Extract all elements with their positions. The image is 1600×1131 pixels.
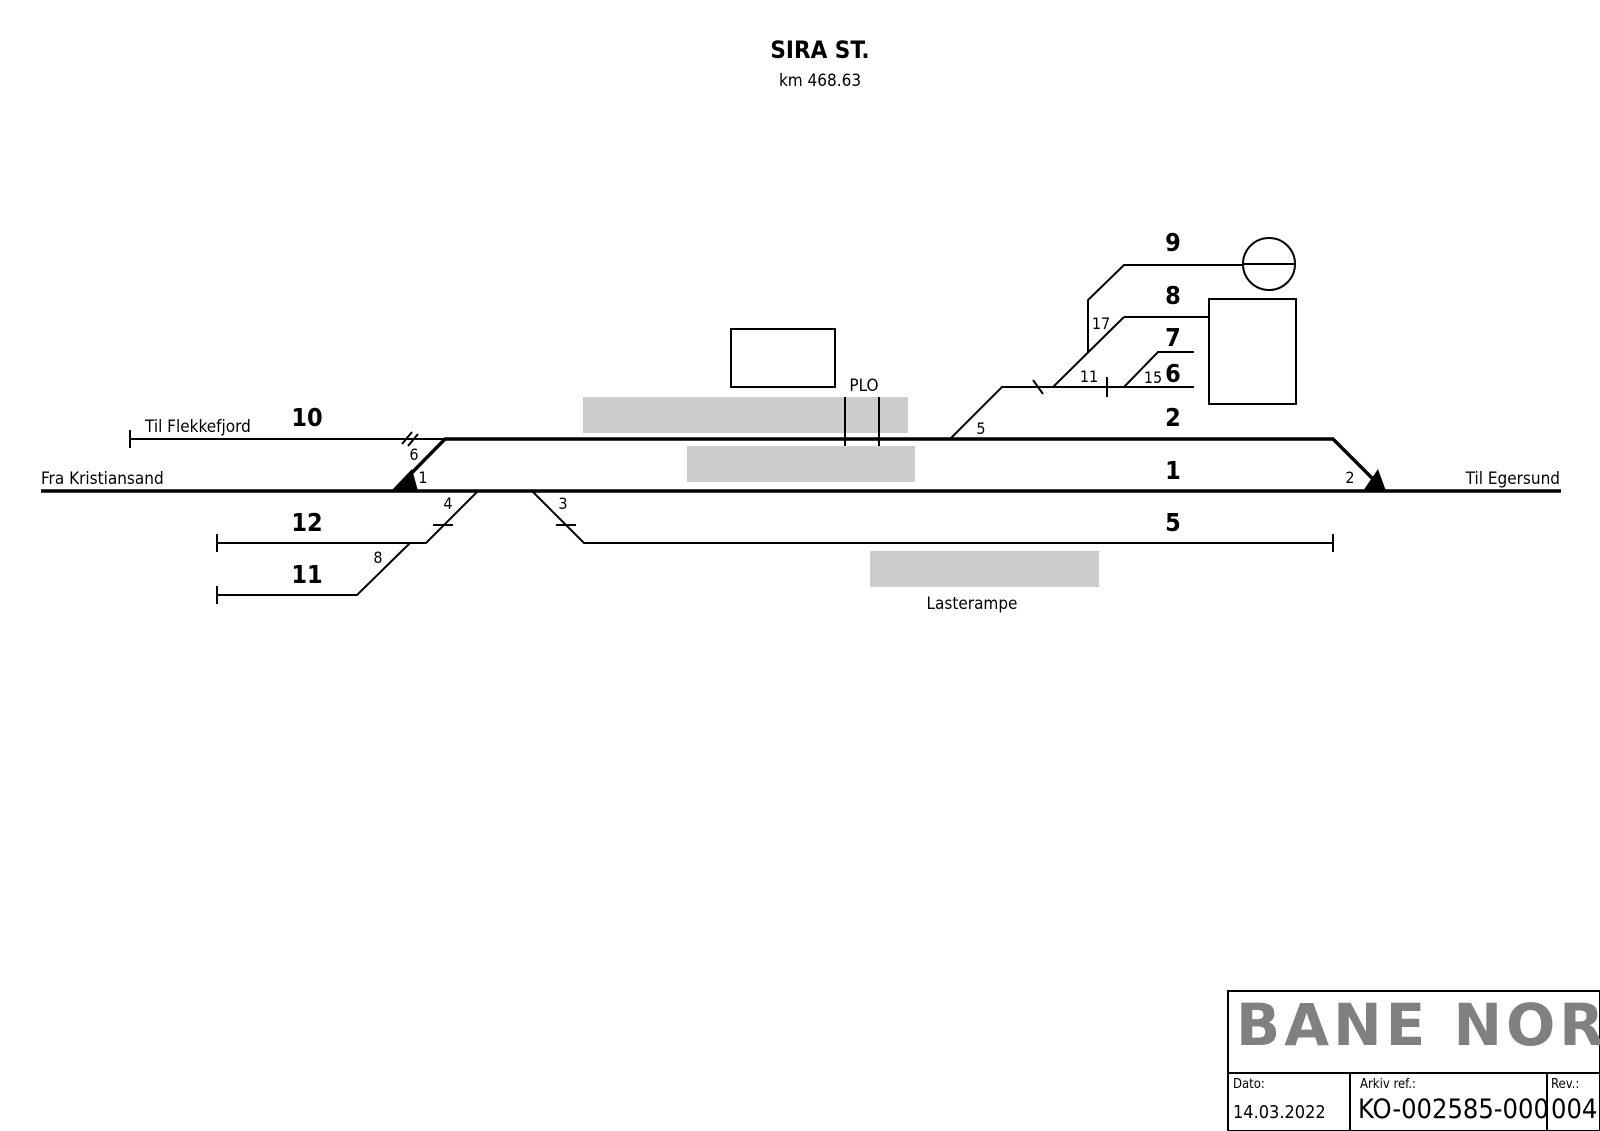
- track-number-6: 6: [1165, 359, 1181, 388]
- track-7: [1123, 351, 1194, 388]
- station-building: [730, 328, 836, 388]
- title-block-frame: [1227, 990, 1600, 1131]
- switch-number-15: 15: [1144, 368, 1162, 387]
- label-lasterampe: Lasterampe: [927, 594, 1018, 614]
- switch-number-17: 17: [1092, 314, 1110, 333]
- track-10-insulation-1: [401, 431, 413, 445]
- track-9: [1087, 264, 1243, 352]
- platform-middle: [687, 446, 915, 482]
- goods-building: [1208, 298, 1297, 405]
- switch-number-5: 5: [976, 419, 985, 438]
- switch-number-3: 3: [558, 494, 567, 513]
- dato-value: 14.03.2022: [1233, 1102, 1326, 1123]
- track-11: [217, 542, 411, 596]
- arkiv-value: KO-002585-000: [1358, 1094, 1549, 1125]
- switch-number-4: 4: [443, 494, 452, 513]
- track-6-insulation-a: [1032, 379, 1044, 395]
- track-2-loop: [392, 437, 1387, 493]
- label-til-flekkefjord: Til Flekkefjord: [144, 417, 251, 437]
- switch-number-6: 6: [409, 445, 418, 464]
- track-5: [531, 490, 1333, 544]
- track-number-7: 7: [1165, 323, 1181, 352]
- platform-lasterampe: [870, 551, 1099, 587]
- station-km: km 468.63: [779, 71, 861, 91]
- rev-value: 004: [1551, 1094, 1597, 1125]
- track-number-11: 11: [291, 560, 322, 589]
- switch-2-frog: [1363, 469, 1386, 491]
- track-number-2: 2: [1165, 403, 1181, 432]
- rev-label: Rev.:: [1551, 1077, 1579, 1092]
- track-number-1: 1: [1165, 456, 1181, 485]
- switch-number-1: 1: [418, 468, 427, 487]
- title-block: BANE NOR Dato: 14.03.2022 Arkiv ref.: KO…: [1227, 990, 1600, 1131]
- bane-nor-logo: BANE NOR: [1236, 991, 1600, 1059]
- track-number-12: 12: [291, 508, 322, 537]
- label-plo: PLO: [849, 376, 878, 396]
- switch-number-2: 2: [1345, 468, 1354, 487]
- station-title: SIRA ST.: [770, 36, 869, 64]
- track-6: [949, 386, 1194, 440]
- dato-label: Dato:: [1233, 1077, 1265, 1092]
- track-number-8: 8: [1165, 281, 1181, 310]
- track-number-9: 9: [1165, 228, 1181, 257]
- switch-number-8: 8: [373, 548, 382, 567]
- track-number-10: 10: [291, 403, 322, 432]
- label-til-egersund: Til Egersund: [1465, 469, 1560, 489]
- switch-1-frog: [391, 469, 418, 491]
- platform-upper: [583, 397, 908, 433]
- switch-number-11: 11: [1080, 367, 1098, 386]
- label-fra-kristiansand: Fra Kristiansand: [41, 469, 164, 489]
- arkiv-label: Arkiv ref.:: [1360, 1077, 1416, 1092]
- track-10-insulation-2: [407, 433, 419, 447]
- track-number-5: 5: [1165, 508, 1181, 537]
- track-12: [217, 490, 479, 544]
